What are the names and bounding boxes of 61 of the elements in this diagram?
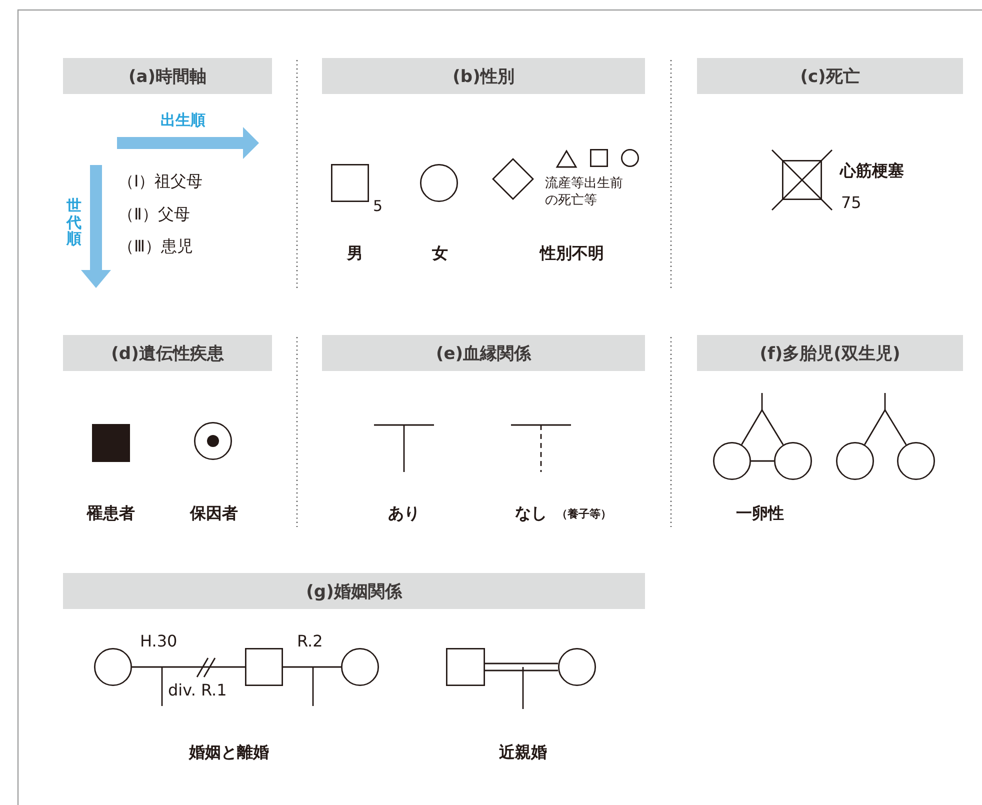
symbol-caption: 性別不明	[540, 243, 604, 263]
section-header	[63, 58, 272, 94]
twin-circle	[897, 442, 935, 480]
square-symbol	[590, 149, 608, 167]
unknown-sex-diamond	[492, 158, 534, 200]
node-annotation: 心筋梗塞	[840, 161, 904, 180]
symbol-caption: （養子等）	[556, 507, 612, 521]
date-label: H.30	[140, 631, 178, 651]
generation-label: （Ⅱ）父母	[118, 204, 190, 224]
generation-label: （Ⅲ）患児	[118, 236, 194, 256]
section-header	[322, 58, 645, 94]
section-header	[63, 573, 645, 609]
male-square	[245, 648, 283, 686]
section-title: (f)多胎児(双生児)	[760, 342, 900, 364]
female-circle	[420, 164, 458, 202]
section-title: (b)性別	[452, 66, 514, 88]
carrier-circle	[194, 422, 232, 460]
section-title: (d)遺伝性疾患	[111, 342, 224, 364]
section-title: (e)血縁関係	[436, 342, 532, 364]
symbol-caption: 女	[432, 243, 448, 263]
connector-line	[751, 460, 774, 462]
connector-line	[132, 666, 245, 668]
connector-line	[741, 408, 784, 446]
symbol-caption: なし	[515, 503, 547, 523]
generation-label: （Ⅰ）祖父母	[118, 171, 203, 191]
axis-label: 世代順	[66, 197, 82, 247]
male-square	[446, 648, 485, 686]
node-annotation: 5	[373, 197, 383, 215]
section-header	[322, 335, 645, 371]
symbol-caption: あり	[388, 503, 420, 523]
section-header	[63, 335, 272, 371]
date-label: R.2	[297, 631, 323, 651]
section-title: (g)婚姻関係	[306, 580, 402, 602]
connector-line	[283, 666, 341, 668]
section-header	[697, 58, 963, 94]
section-title: (c)死亡	[800, 66, 860, 88]
symbol-caption: 婚姻と離婚	[189, 742, 269, 762]
symbol-caption: 近親婚	[499, 742, 547, 762]
symbol-caption: 罹患者	[87, 503, 135, 523]
connector-line	[864, 408, 907, 446]
triangle-symbol	[556, 150, 577, 168]
section-title: (a)時間軸	[128, 66, 206, 88]
symbol-caption: 一卵性	[736, 503, 784, 523]
female-circle	[341, 648, 379, 686]
circle-symbol	[621, 149, 639, 167]
date-label: div. R.1	[168, 680, 227, 700]
male-square	[331, 164, 369, 202]
node-annotation: 75	[841, 193, 862, 212]
affected-square	[92, 424, 130, 462]
symbol-caption: 男	[347, 243, 363, 263]
deceased-symbol	[772, 150, 832, 210]
symbol-caption: 保因者	[190, 503, 238, 523]
axis-label: 出生順	[160, 111, 206, 129]
twin-circle	[836, 442, 874, 480]
twin-circle	[774, 442, 812, 480]
female-circle	[94, 648, 132, 686]
symbol-caption: 流産等出生前の死亡等	[545, 176, 624, 210]
twin-circle	[713, 442, 751, 480]
section-header	[697, 335, 963, 371]
female-circle	[558, 648, 596, 686]
double-line	[484, 662, 559, 672]
